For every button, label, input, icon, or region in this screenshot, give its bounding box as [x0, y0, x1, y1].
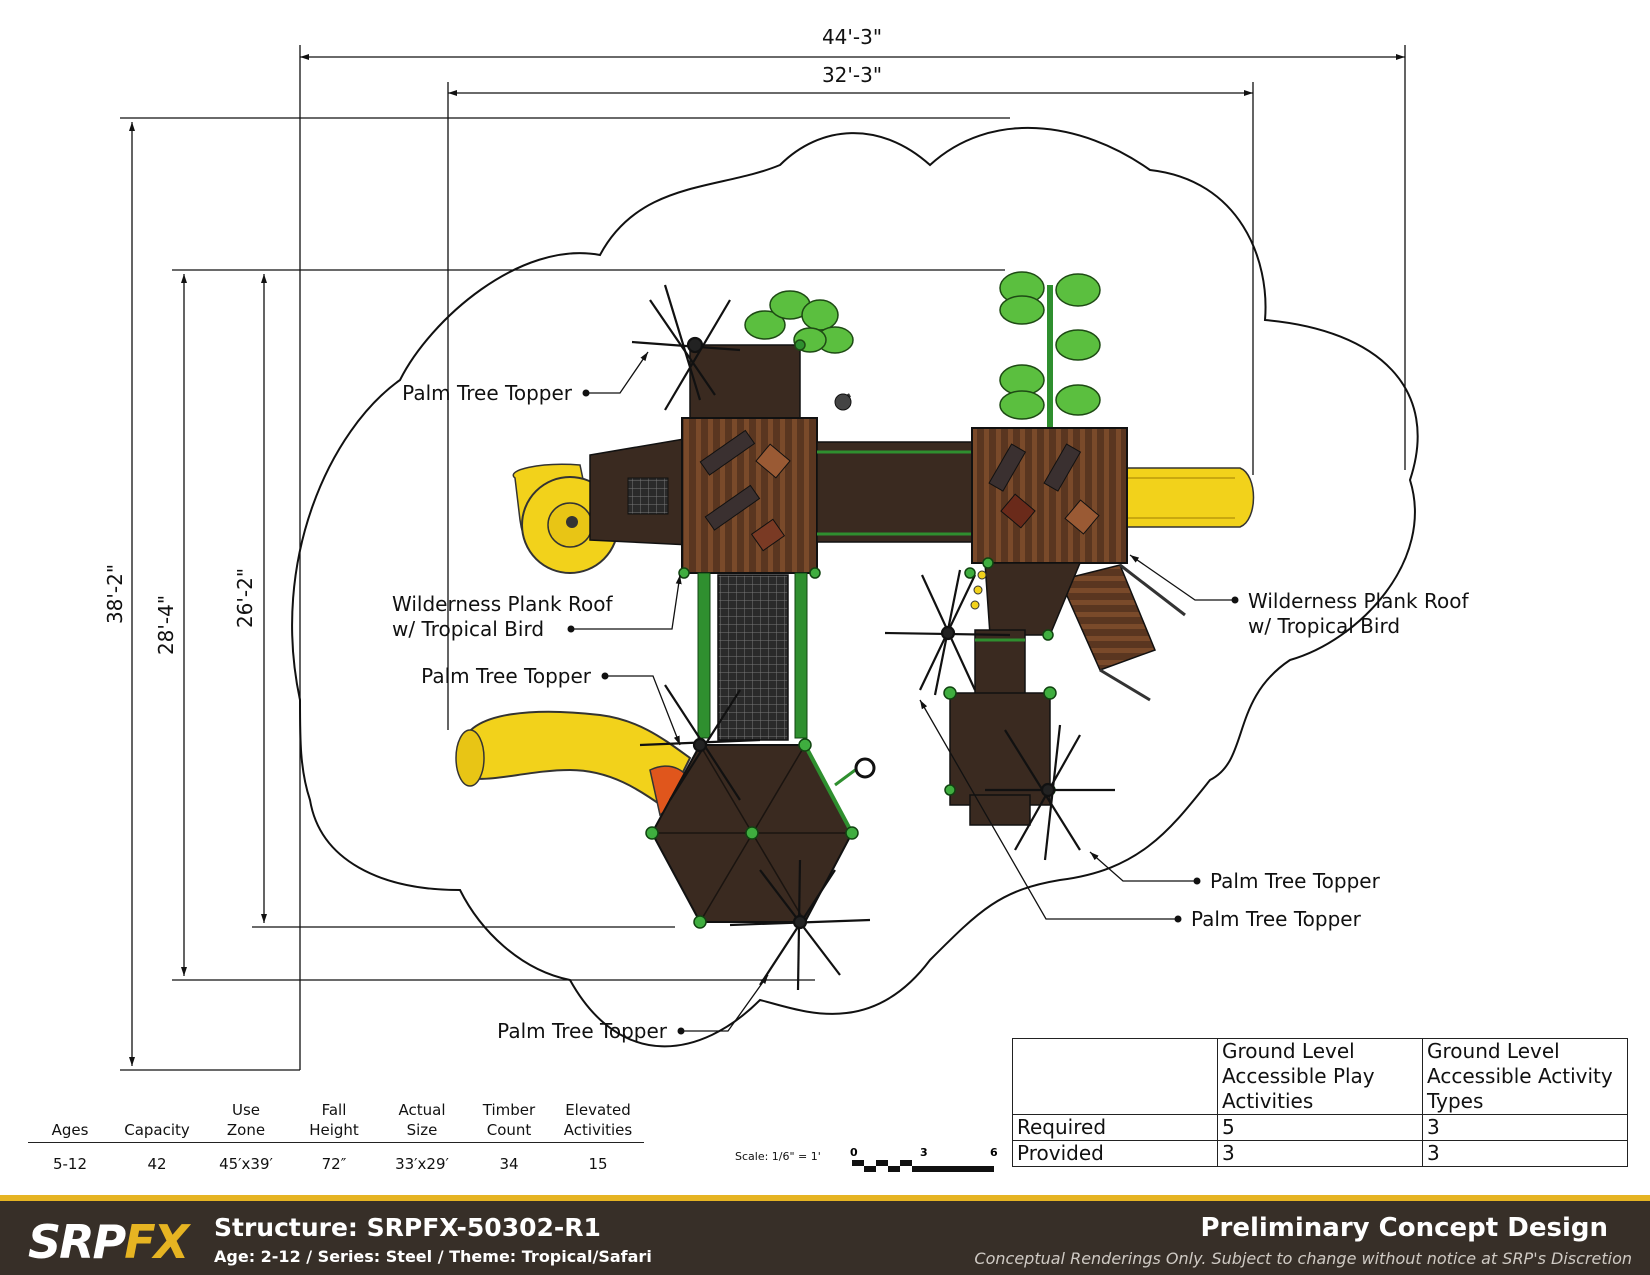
spec-value-capacity: 42 — [147, 1155, 167, 1173]
palm-topper-sw-lower — [729, 859, 871, 991]
spec-value-actual-size: 33′x29′ — [395, 1155, 449, 1173]
callout-roof-left-line2: w/ Tropical Bird — [392, 617, 544, 641]
site-plan-drawing: 44'-3" 32'-3" 38'-2" 28'-4" 26'-2" — [103, 25, 1469, 1071]
structure-subtitle: Age: 2-12 / Series: Steel / Theme: Tropi… — [214, 1247, 652, 1266]
leaves-cluster-ne — [999, 271, 1101, 430]
spec-value-timber-count: 34 — [499, 1155, 519, 1173]
spec-value-ages: 5-12 — [52, 1155, 88, 1173]
spec-header-timber-count: Timber Count — [466, 1100, 552, 1143]
callout-palm-topper-sw-lower: Palm Tree Topper — [497, 1019, 668, 1043]
playground-structure — [455, 271, 1255, 991]
spec-header-elevated-activities: Elevated Activities — [552, 1100, 644, 1143]
callout-palm-topper-east-lower: Palm Tree Topper — [1210, 869, 1381, 893]
spec-header-fall-height: Fall Height — [290, 1100, 378, 1143]
bridge — [816, 441, 973, 543]
accessibility-corner-cell — [1012, 1038, 1218, 1115]
callout-leaders — [571, 351, 1235, 1032]
design-title: Preliminary Concept Design — [1200, 1213, 1608, 1243]
dim-mid-depth: 28'-4" — [154, 595, 178, 655]
callout-roof-left-line1: Wilderness Plank Roof — [392, 592, 613, 616]
scale-tick-0: 0 — [850, 1146, 858, 1159]
palm-topper-nw — [631, 284, 741, 411]
dim-structure-depth: 26'-2" — [233, 568, 257, 628]
accessibility-required-types: 3 — [1422, 1114, 1628, 1141]
accessibility-table: Ground Level Accessible Play Activities … — [1012, 1038, 1628, 1167]
spec-header-use-zone: Use Zone — [202, 1100, 290, 1143]
callout-roof-right-line2: w/ Tropical Bird — [1248, 614, 1400, 638]
spec-header-capacity: Capacity — [112, 1100, 202, 1143]
spec-value-elevated-activities: 15 — [588, 1155, 608, 1173]
leaves-cluster-nw — [744, 290, 854, 354]
cargo-net-climber — [717, 574, 789, 741]
dim-overall-width: 44'-3" — [822, 25, 882, 49]
callout-palm-topper-sw-upper: Palm Tree Topper — [421, 664, 592, 688]
dimension-lines — [120, 45, 1406, 1071]
stair-ladder — [1058, 563, 1186, 702]
disclaimer: Conceptual Renderings Only. Subject to c… — [974, 1249, 1632, 1268]
callout-palm-topper-nw: Palm Tree Topper — [402, 381, 573, 405]
palm-topper-sw-upper — [639, 684, 761, 801]
spec-header-actual-size: Actual Size — [378, 1100, 466, 1143]
palm-topper-east-upper — [884, 569, 1011, 696]
specs-table: Ages Capacity Use Zone Fall Height Actua… — [28, 1100, 644, 1173]
footer-bar: SRPFX Structure: SRPFX-50302-R1 Age: 2-1… — [0, 1195, 1650, 1275]
callout-palm-topper-east-upper: Palm Tree Topper — [1191, 907, 1362, 931]
accessibility-header-play-activities: Ground Level Accessible Play Activities — [1217, 1038, 1423, 1115]
plank-roof-right — [971, 427, 1128, 564]
accessibility-header-activity-types: Ground Level Accessible Activity Types — [1422, 1038, 1628, 1115]
accessibility-row-label-required: Required — [1012, 1114, 1218, 1141]
spec-value-use-zone: 45′x39′ — [219, 1155, 273, 1173]
accessibility-required-play: 5 — [1217, 1114, 1423, 1141]
accessibility-row-label-provided: Provided — [1012, 1140, 1218, 1167]
scale-bar: 0 3 6 — [850, 1146, 998, 1172]
tube-slide-left — [455, 710, 693, 817]
palm-topper-east-lower — [985, 724, 1115, 861]
dim-structure-width: 32'-3" — [822, 63, 882, 87]
brand-logo: SRPFX — [28, 1215, 189, 1269]
accessibility-provided-types: 3 — [1422, 1140, 1628, 1167]
scale-label: Scale: 1/6" = 1' — [735, 1150, 821, 1163]
accessibility-provided-play: 3 — [1217, 1140, 1423, 1167]
spec-value-fall-height: 72″ — [321, 1155, 347, 1173]
structure-id: Structure: SRPFX-50302-R1 — [214, 1213, 601, 1242]
callout-roof-right-line1: Wilderness Plank Roof — [1248, 589, 1469, 613]
straight-slide-right — [1124, 467, 1255, 528]
dim-overall-depth: 38'-2" — [103, 564, 127, 624]
use-zone-outline — [291, 126, 1419, 1048]
scale-tick-6: 6 — [990, 1146, 998, 1159]
scale-tick-3: 3 — [920, 1146, 928, 1159]
spec-header-ages: Ages — [28, 1100, 112, 1143]
